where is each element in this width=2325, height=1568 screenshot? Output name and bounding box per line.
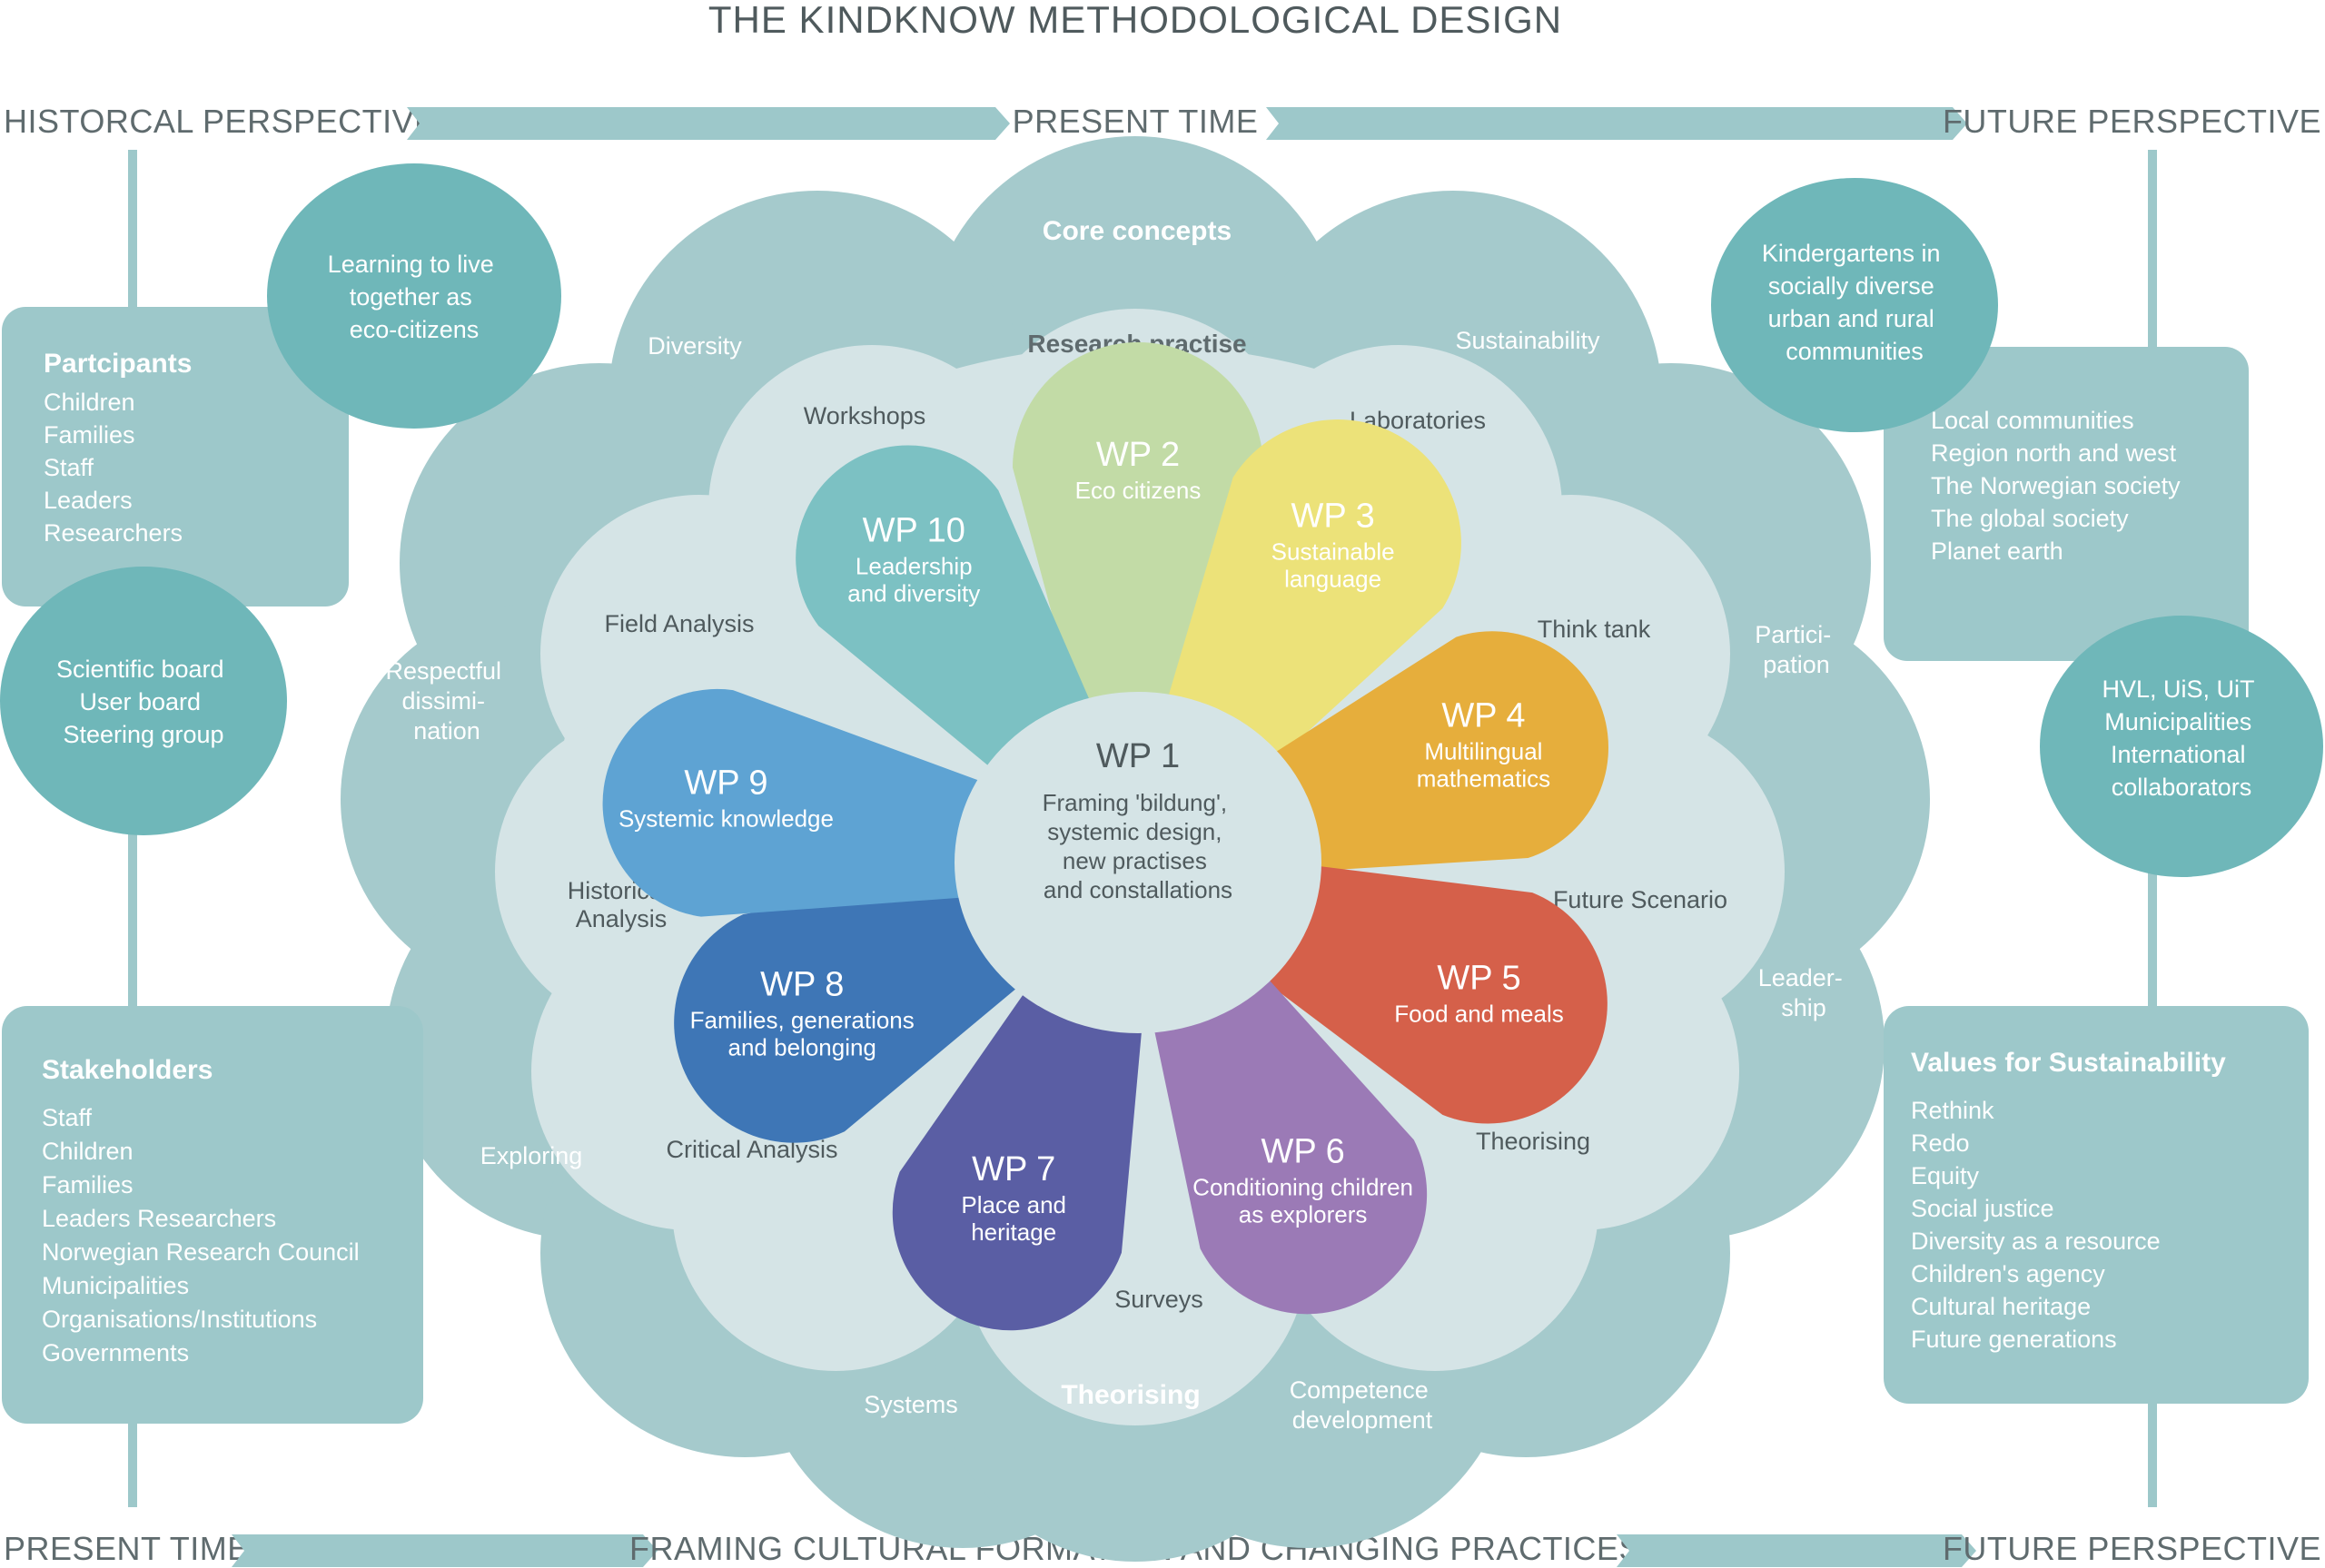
petal-desc-wp2: Eco citizens	[1075, 477, 1202, 504]
communities-box	[1884, 347, 2249, 661]
learning-bubble	[267, 163, 561, 429]
inner-cloud-labels: Research practise Workshops Laboratories…	[568, 330, 1727, 1313]
top-band-right-label: FUTURE PERSPECTIVE	[1943, 103, 2321, 140]
label-sustainability: Sustainability	[1455, 327, 1600, 354]
outer-cloud-labels: Core concepts Diversity Sustainability R…	[385, 216, 1850, 1434]
label-surveys: Surveys	[1114, 1286, 1203, 1313]
label-theorising-inner: Theorising	[1476, 1128, 1590, 1155]
collaborators-bubble-text: HVL, UiS, UiT Municipalities Internation…	[2102, 676, 2261, 801]
petal-title-wp9: WP 9	[684, 764, 767, 802]
label-field-analysis: Field Analysis	[604, 610, 754, 637]
communities-list: Local communities Region north and west …	[1931, 407, 2187, 565]
boards-bubble	[0, 567, 287, 835]
bottom-arrow-right	[1617, 1534, 1976, 1567]
label-think-tank: Think tank	[1538, 616, 1651, 643]
values-list: Rethink Redo Equity Social justice Diver…	[1911, 1097, 2167, 1353]
petal-title-wp6: WP 6	[1261, 1132, 1344, 1170]
petal-title-wp8: WP 8	[760, 965, 844, 1003]
top-arrow-right	[1266, 107, 1967, 140]
participants-list: Children Families Staff Leaders Research…	[44, 389, 183, 547]
diagram-title: THE KINDKNOW METHODOLOGICAL DESIGN	[708, 0, 1562, 41]
top-arrow-left	[407, 107, 1010, 140]
label-participation: Partici- pation	[1755, 621, 1838, 678]
label-respectful-dissimination: Respectful dissimi- nation	[385, 657, 508, 745]
petal-title-wp5: WP 5	[1437, 960, 1520, 998]
petal-title-wp4: WP 4	[1441, 696, 1525, 735]
stakeholders-list: Staff Children Families Leaders Research…	[42, 1104, 366, 1366]
stakeholders-heading: Stakeholders	[42, 1055, 213, 1085]
values-heading: Values for Sustainability	[1911, 1048, 2226, 1078]
right-panel: Kindergartens in socially diverse urban …	[1711, 178, 2323, 1404]
participants-box	[2, 307, 349, 606]
petal-desc-wp9: Systemic knowledge	[618, 804, 834, 832]
participants-heading: Partcipants	[44, 349, 192, 379]
petal-desc-wp5: Food and meals	[1394, 1001, 1563, 1028]
label-leadership: Leader- ship	[1758, 964, 1850, 1021]
values-box	[1884, 1006, 2309, 1404]
bottom-arrow-left	[232, 1534, 658, 1567]
label-exploring: Exploring	[480, 1142, 583, 1169]
bottom-band-left-label: PRESENT TIME	[4, 1530, 250, 1567]
bottom-band-right-label: FUTURE PERSPECTIVE	[1943, 1530, 2321, 1567]
label-diversity: Diversity	[648, 332, 742, 360]
top-band-left-label: HISTORCAL PERSPECTIVE	[4, 103, 437, 140]
petal-title-wp10: WP 10	[863, 512, 965, 550]
kindergartens-bubble	[1711, 178, 1998, 432]
theorising-heading: Theorising	[1061, 1380, 1200, 1410]
kindergartens-bubble-text: Kindergartens in socially diverse urban …	[1762, 240, 1947, 365]
left-panel: Learning to live together as eco-citizen…	[0, 163, 561, 1424]
collaborators-bubble	[2040, 616, 2323, 877]
petal-title-wp2: WP 2	[1096, 436, 1180, 474]
center-circle	[955, 692, 1321, 1033]
learning-bubble-text: Learning to live together as eco-citizen…	[328, 251, 501, 343]
petal-title-wp3: WP 3	[1291, 498, 1375, 536]
label-future-scenario: Future Scenario	[1553, 886, 1727, 913]
label-systems: Systems	[864, 1391, 958, 1418]
center-description: Framing 'bildung', systemic design, new …	[1043, 789, 1234, 903]
top-band-center-label: PRESENT TIME	[1013, 103, 1259, 140]
petal-title-wp7: WP 7	[972, 1150, 1055, 1188]
core-concepts-heading: Core concepts	[1043, 216, 1232, 246]
center-wp1: WP 1 Framing 'bildung', systemic design,…	[955, 692, 1321, 1033]
label-workshops: Workshops	[804, 402, 926, 429]
boards-bubble-text: Scientific board User board Steering gro…	[56, 656, 231, 748]
label-competence-development: Competence development	[1290, 1376, 1436, 1434]
stakeholders-box	[2, 1006, 423, 1424]
center-title: WP 1	[1096, 737, 1180, 775]
top-timeline-band: HISTORCAL PERSPECTIVE PRESENT TIME FUTUR…	[4, 103, 2321, 140]
label-historical-analysis: Historical Analysis	[568, 877, 676, 932]
